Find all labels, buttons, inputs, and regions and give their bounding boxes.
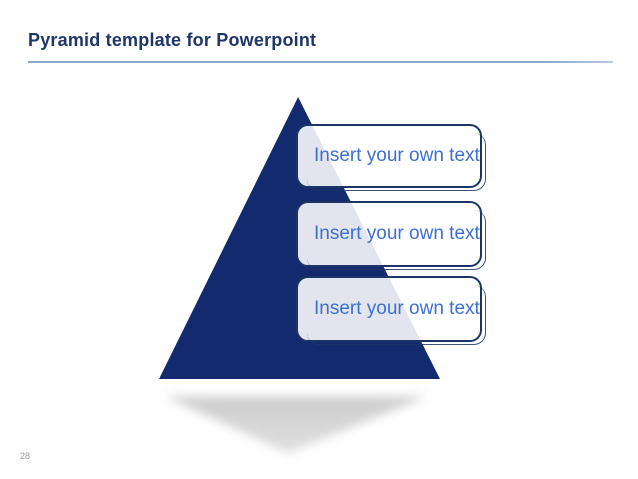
text-placeholder-2-label: Insert your own text [314, 223, 480, 244]
slide-title: Pyramid template for Powerpoint [28, 30, 317, 50]
pyramid-shadow [160, 394, 432, 456]
text-placeholder-1-label: Insert your own text [314, 145, 480, 166]
title-divider [28, 61, 613, 63]
text-placeholder-1[interactable]: Insert your own text [296, 124, 486, 191]
text-placeholder-3[interactable]: Insert your own text [296, 276, 486, 345]
pyramid-shadow-shape [165, 396, 427, 454]
text-placeholder-2[interactable]: Insert your own text [296, 201, 486, 270]
page-number: 28 [20, 451, 31, 461]
text-placeholder-3-label: Insert your own text [314, 298, 480, 319]
